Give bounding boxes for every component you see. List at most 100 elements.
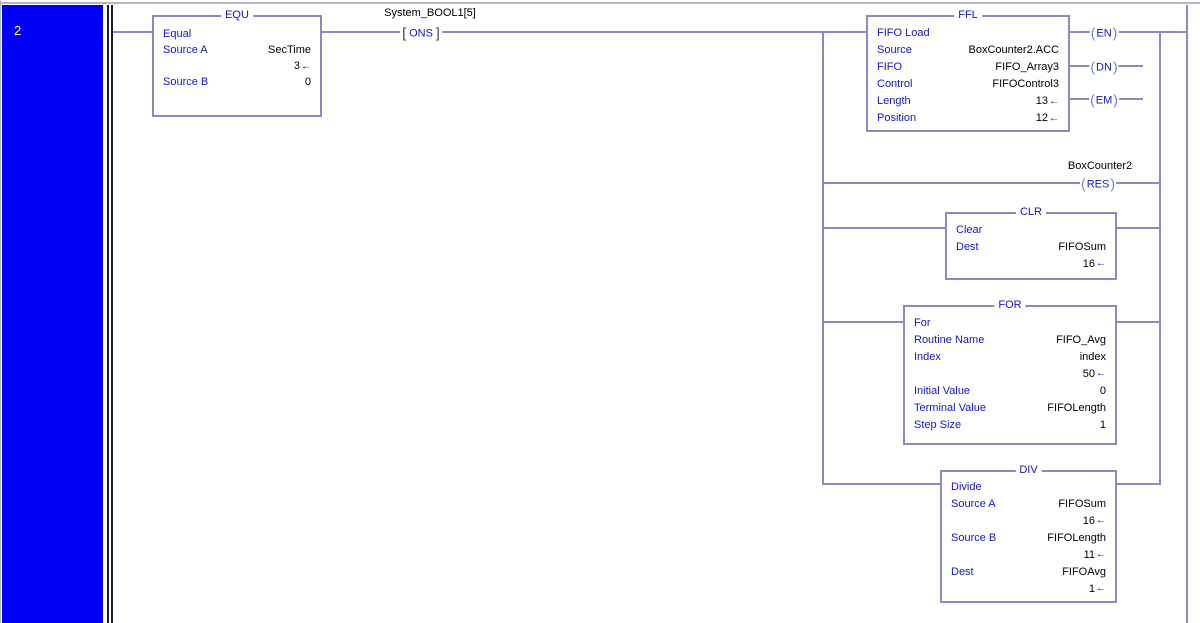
wire-equ-to-ffl bbox=[322, 31, 866, 33]
for-row: Step Size 1 bbox=[905, 416, 1115, 433]
div-op-label: Source A bbox=[951, 497, 996, 510]
clr-row: 16← bbox=[947, 255, 1115, 272]
branch-right-vertical bbox=[1159, 31, 1161, 485]
ffl-op-value[interactable]: 12 bbox=[1035, 111, 1048, 124]
for-instruction-block[interactable]: FOR For Routine Name FIFO_Avg Index inde… bbox=[903, 299, 1117, 445]
equ-op-value[interactable]: SecTime bbox=[268, 44, 311, 56]
equ-row: 3← bbox=[154, 58, 320, 74]
div-row: 16← bbox=[942, 512, 1115, 529]
em-coil[interactable]: (EM) bbox=[1089, 92, 1119, 108]
ffl-op-value[interactable]: 13 bbox=[1035, 94, 1048, 107]
branch-left-vertical bbox=[822, 31, 824, 485]
div-row: Source A FIFOSum bbox=[942, 495, 1115, 512]
div-instruction-block[interactable]: DIV Divide Source A FIFOSum 16← Source B… bbox=[940, 464, 1117, 603]
clr-instruction-block[interactable]: CLR Clear Dest FIFOSum 16← bbox=[945, 206, 1117, 280]
ffl-mnemonic: FFL bbox=[954, 9, 982, 21]
value-monitor-arrow: ← bbox=[1049, 95, 1059, 107]
equ-op-label: Equal bbox=[163, 28, 192, 40]
equ-op-value[interactable]: 0 bbox=[304, 76, 311, 88]
for-row: Index index bbox=[905, 348, 1115, 365]
ffl-row: FIFO FIFO_Array3 bbox=[868, 58, 1068, 75]
div-op-value[interactable]: FIFOSum bbox=[1058, 497, 1106, 510]
ffl-op-label: Position bbox=[877, 111, 917, 124]
ffl-op-label: Length bbox=[877, 94, 911, 107]
rung-number-panel[interactable]: 2 bbox=[2, 5, 103, 623]
coil-close-paren: ) bbox=[1112, 58, 1118, 75]
value-monitor-arrow: ← bbox=[301, 60, 311, 72]
for-op-value[interactable]: 1 bbox=[1099, 418, 1106, 431]
equ-mnemonic: EQU bbox=[221, 9, 253, 21]
equ-instruction-block[interactable]: EQU Equal Source A SecTime 3← Source B 0 bbox=[152, 9, 322, 117]
right-power-rail bbox=[1186, 5, 1188, 623]
ons-tag-name[interactable]: System_BOOL1[5] bbox=[384, 7, 476, 19]
div-op-value[interactable]: 1 bbox=[1088, 582, 1095, 595]
dn-coil[interactable]: (DN) bbox=[1089, 58, 1119, 75]
clr-row: Clear bbox=[947, 221, 1115, 238]
ffl-op-value[interactable]: BoxCounter2.ACC bbox=[968, 43, 1060, 56]
for-row: For bbox=[905, 314, 1115, 331]
ffl-op-label: Control bbox=[877, 77, 913, 90]
div-op-label: Divide bbox=[951, 480, 982, 493]
res-tag-name[interactable]: BoxCounter2 bbox=[1067, 160, 1133, 172]
for-op-label: Terminal Value bbox=[914, 401, 986, 414]
div-mnemonic: DIV bbox=[1015, 464, 1042, 476]
div-op-value[interactable]: FIFOAvg bbox=[1062, 565, 1106, 578]
wire-for-out bbox=[1117, 321, 1160, 323]
ffl-op-label: FIFO Load bbox=[877, 26, 930, 39]
for-row: 50← bbox=[905, 365, 1115, 382]
left-power-rail-inner bbox=[111, 5, 113, 623]
coil-open-paren: ( bbox=[1090, 58, 1096, 75]
ffl-row: Control FIFOControl3 bbox=[868, 75, 1068, 92]
wire-div-in bbox=[824, 483, 940, 485]
for-op-value[interactable]: 50 bbox=[1082, 367, 1095, 380]
top-border bbox=[0, 2, 1200, 4]
wire-res-branch bbox=[824, 182, 1160, 184]
for-op-label: Routine Name bbox=[914, 333, 985, 346]
clr-op-value[interactable]: FIFOSum bbox=[1058, 240, 1106, 253]
for-op-value[interactable]: FIFOLength bbox=[1047, 401, 1106, 414]
res-coil-label: RES bbox=[1086, 178, 1110, 191]
clr-row: Dest FIFOSum bbox=[947, 238, 1115, 255]
equ-op-value[interactable]: 3 bbox=[293, 60, 300, 72]
ffl-row: Source BoxCounter2.ACC bbox=[868, 41, 1068, 58]
ffl-op-value[interactable]: FIFOControl3 bbox=[992, 77, 1059, 90]
en-coil-label: EN bbox=[1096, 27, 1112, 40]
div-op-value[interactable]: FIFOLength bbox=[1047, 531, 1106, 544]
clr-op-label: Dest bbox=[956, 240, 979, 253]
for-op-value[interactable]: FIFO_Avg bbox=[1056, 333, 1106, 346]
clr-op-value[interactable]: 16 bbox=[1082, 257, 1095, 270]
rung-number: 2 bbox=[14, 23, 22, 38]
wire-ffl-to-rail bbox=[1070, 31, 1188, 33]
div-row: Dest FIFOAvg bbox=[942, 563, 1115, 580]
res-coil[interactable]: (RES) bbox=[1080, 176, 1116, 192]
value-monitor-arrow: ← bbox=[1096, 549, 1106, 560]
equ-row: Source B 0 bbox=[154, 74, 320, 90]
en-coil[interactable]: (EN) bbox=[1089, 24, 1119, 41]
div-row: 1← bbox=[942, 580, 1115, 597]
ffl-op-label: Source bbox=[877, 43, 912, 56]
for-op-value[interactable]: index bbox=[1079, 350, 1106, 363]
ffl-op-value[interactable]: FIFO_Array3 bbox=[995, 60, 1059, 73]
value-monitor-arrow: ← bbox=[1096, 258, 1106, 269]
left-power-rail-outer bbox=[107, 5, 109, 623]
div-row: 11← bbox=[942, 546, 1115, 563]
ffl-instruction-block[interactable]: FFL FIFO Load Source BoxCounter2.ACC FIF… bbox=[866, 9, 1070, 132]
value-monitor-arrow: ← bbox=[1049, 112, 1059, 124]
ffl-op-label: FIFO bbox=[877, 60, 903, 73]
for-op-value[interactable]: 0 bbox=[1099, 384, 1106, 397]
wire-div-out bbox=[1117, 483, 1160, 485]
equ-op-label: Source A bbox=[163, 44, 208, 56]
div-op-value[interactable]: 16 bbox=[1082, 514, 1095, 527]
dn-coil-label: DN bbox=[1096, 61, 1112, 74]
coil-close-paren: ) bbox=[1112, 24, 1118, 41]
div-row: Source B FIFOLength bbox=[942, 529, 1115, 546]
ons-mnemonic: ONS bbox=[409, 27, 433, 40]
div-op-value[interactable]: 11 bbox=[1083, 548, 1095, 561]
ons-right-bracket: ] bbox=[435, 24, 440, 41]
clr-op-label: Clear bbox=[956, 223, 983, 236]
div-op-label: Dest bbox=[951, 565, 974, 578]
ons-instruction[interactable]: [ONS] bbox=[400, 24, 442, 41]
for-op-label: For bbox=[914, 316, 931, 329]
for-row: Initial Value 0 bbox=[905, 382, 1115, 399]
